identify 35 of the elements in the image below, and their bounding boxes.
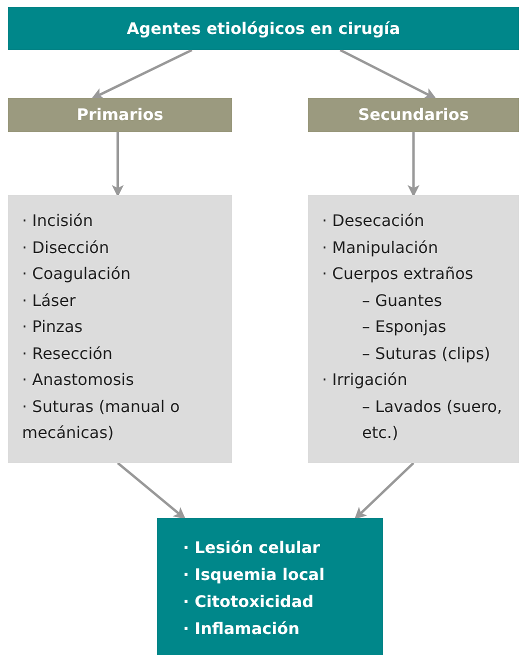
list-item: · Lesión celular [183,537,320,559]
arrow [112,132,124,197]
list-item: · Citotoxicidad [183,591,314,613]
list-item: · Anastomosis [22,369,134,391]
list-item: · Desecación [322,210,424,232]
category-box [8,98,232,132]
list-item: · Resección [22,342,113,364]
box-label: Agentes etiológicos en cirugía [126,18,400,38]
list-item: · Manipulación [322,236,438,258]
list-item: · Láser [22,290,76,312]
list-item: – Esponjas [361,316,446,338]
list-item: · Cuerpos extraños [322,263,474,285]
list-item: · Suturas (manual o mecánicas) [22,396,181,444]
arrow [340,48,436,100]
arrow [116,462,186,520]
arrow [354,462,414,520]
box-label: Primarios [76,105,164,125]
box-label: Secundarios [358,105,469,125]
arrow [91,48,192,100]
arrow [408,132,420,197]
list-item: · Disección [22,236,110,258]
list-item: – Lavados (suero, etc.) [361,396,504,444]
list-item: · Coagulación [22,263,131,285]
list-item: · Inflamación [183,618,300,640]
category-box [308,98,519,132]
list-item: · Isquemia local [183,564,325,586]
list-item: · Irrigación [322,369,408,391]
list-item: – Guantes [361,290,442,312]
list-item: – Suturas (clips) [361,342,490,364]
list-item: · Pinzas [22,316,83,338]
title-box [8,7,519,50]
result-box [157,518,383,655]
list-box [8,195,232,463]
list-item: · Incisión [22,210,93,232]
list-box [308,195,519,463]
